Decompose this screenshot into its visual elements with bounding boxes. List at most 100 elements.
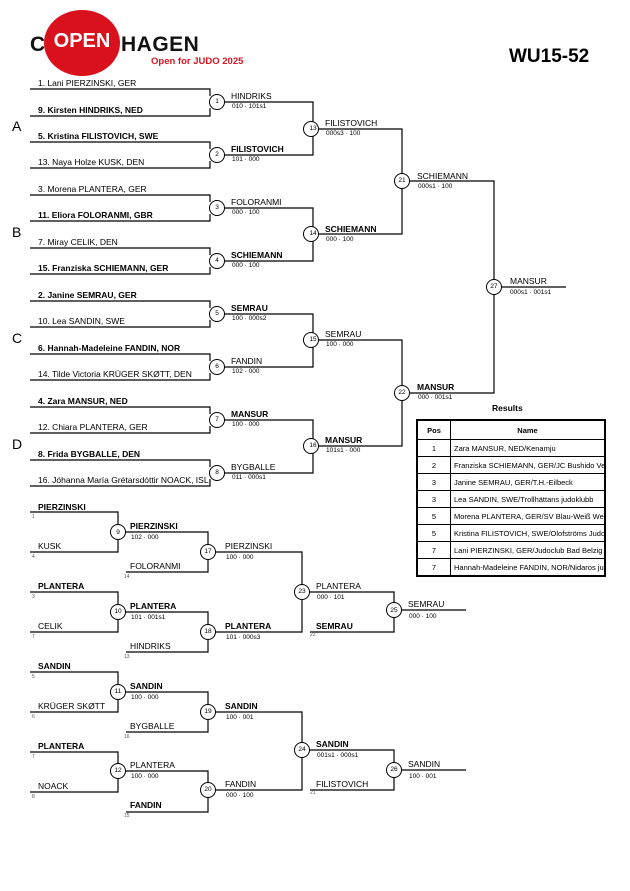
match-number: 5 <box>215 310 219 317</box>
repechage-seed-name: PLANTERA <box>38 581 85 591</box>
results-title: Results <box>492 403 523 413</box>
match-number: 4 <box>215 257 219 264</box>
match-winner: SCHIEMANN <box>231 250 283 260</box>
match-number: 19 <box>204 708 212 715</box>
match-circle <box>110 684 126 700</box>
match-circle <box>209 147 225 163</box>
repechage-score: 100 · 000 <box>131 694 159 701</box>
match-number: 10 <box>114 608 122 615</box>
repechage-seed-name: KUSK <box>38 541 62 551</box>
result-pos: 7 <box>416 558 451 577</box>
match-winner: MANSUR <box>325 435 363 445</box>
match-circle <box>386 762 402 778</box>
repechage-winner: SANDIN <box>130 681 163 691</box>
repechage-entrant: FOLORANMI <box>130 561 181 571</box>
match-number: 26 <box>390 766 398 773</box>
entry-name: 8. Frida BYGBALLE, DEN <box>38 449 141 459</box>
repechage-winner: SANDIN <box>316 739 349 749</box>
result-name: Zara MANSUR, NED/Kenamju <box>450 439 606 457</box>
entry-name: 12. Chiara PLANTERA, GER <box>38 422 148 432</box>
match-score: 000 · 001s1 <box>418 394 453 401</box>
match-circle <box>200 624 216 640</box>
match-circle <box>486 279 502 295</box>
repechage-winner: PLANTERA <box>130 601 177 611</box>
result-name: Franziska SCHIEMANN, GER/JC Bushido Vell <box>450 456 606 474</box>
match-number: 17 <box>204 548 212 555</box>
result-pos: 7 <box>416 541 451 559</box>
repechage-entrant: HINDRIKS <box>130 641 171 651</box>
result-name: Hannah-Madeleine FANDIN, NOR/Nidaros jud <box>450 558 606 577</box>
match-winner: SCHIEMANN <box>325 224 377 234</box>
repechage-winner: PLANTERA <box>130 760 175 770</box>
match-winner: FILISTOVICH <box>231 144 284 154</box>
repechage-seed-name: KRÜGER SKØTT <box>38 701 106 711</box>
match-winner: HINDRIKS <box>231 91 272 101</box>
match-number: 8 <box>215 469 219 476</box>
entry-name: 2. Janine SEMRAU, GER <box>38 290 137 300</box>
results-col-pos: Pos <box>416 419 451 440</box>
match-circle <box>200 704 216 720</box>
match-number: 27 <box>490 283 498 290</box>
repechage-seed-name: PLANTERA <box>38 741 85 751</box>
repechage-seed-tag: 1 <box>32 514 35 520</box>
match-number: 15 <box>309 336 317 343</box>
repechage-score: 102 · 000 <box>131 534 159 541</box>
match-number: 12 <box>114 767 122 774</box>
repechage-from-match: 13 <box>124 654 130 660</box>
repechage-score: 100 · 000 <box>131 773 159 780</box>
result-pos: 1 <box>416 439 451 457</box>
match-number: 11 <box>114 688 122 695</box>
results-header-row: Pos Name <box>416 419 606 440</box>
entry-name: 4. Zara MANSUR, NED <box>38 396 128 406</box>
match-circle <box>200 782 216 798</box>
repechage-winner: PLANTERA <box>225 621 272 631</box>
match-number: 7 <box>215 416 219 423</box>
logo-badge-circle <box>44 10 120 76</box>
match-number: 16 <box>309 442 317 449</box>
bronze-score: 100 · 001 <box>409 773 437 780</box>
entry-name: 10. Lea SANDIN, SWE <box>38 316 125 326</box>
match-score: 101 · 000 <box>232 156 260 163</box>
repechage-from-match: 15 <box>124 813 130 819</box>
repechage-seed-tag: 7 <box>32 634 35 640</box>
match-number: 20 <box>204 786 212 793</box>
match-score: 000 · 100 <box>232 209 260 216</box>
repechage-entrant: BYGBALLE <box>130 721 175 731</box>
match-circle <box>294 742 310 758</box>
repechage-seed-name: SANDIN <box>38 661 71 671</box>
repechage-winner: PIERZINSKI <box>225 541 273 551</box>
match-score: 000 · 100 <box>326 236 354 243</box>
match-number: 14 <box>309 230 317 237</box>
entry-name: 6. Hannah-Madeleine FANDIN, NOR <box>38 343 181 353</box>
result-pos: 5 <box>416 524 451 542</box>
pool-label-d: D <box>12 436 23 452</box>
match-number: 21 <box>398 177 406 184</box>
match-score: 000 · 100 <box>232 262 260 269</box>
match-number: 24 <box>298 746 306 753</box>
entry-name: 9. Kirsten HINDRIKS, NED <box>38 105 143 115</box>
match-winner: SEMRAU <box>231 303 268 313</box>
logo-right-word: HAGEN <box>121 33 200 56</box>
repechage-from-match: 14 <box>124 574 130 580</box>
repechage-seed-tag: 7 <box>32 754 35 760</box>
logo-left-letter: C <box>30 33 46 56</box>
pool-label-a: A <box>12 118 22 134</box>
match-circle <box>209 94 225 110</box>
match-score: 100 · 000s2 <box>232 315 267 322</box>
repechage-winner: SANDIN <box>225 701 258 711</box>
repechage-winner: PLANTERA <box>316 581 361 591</box>
repechage-winner: PIERZINSKI <box>130 521 178 531</box>
match-number: 13 <box>309 125 317 132</box>
category-title: WU15-52 <box>509 46 590 67</box>
repechage-entrant: FILISTOVICH <box>316 779 369 789</box>
match-circle <box>394 385 410 401</box>
match-circle <box>386 602 402 618</box>
match-circle <box>294 584 310 600</box>
match-score: 101s1 · 000 <box>326 447 361 454</box>
